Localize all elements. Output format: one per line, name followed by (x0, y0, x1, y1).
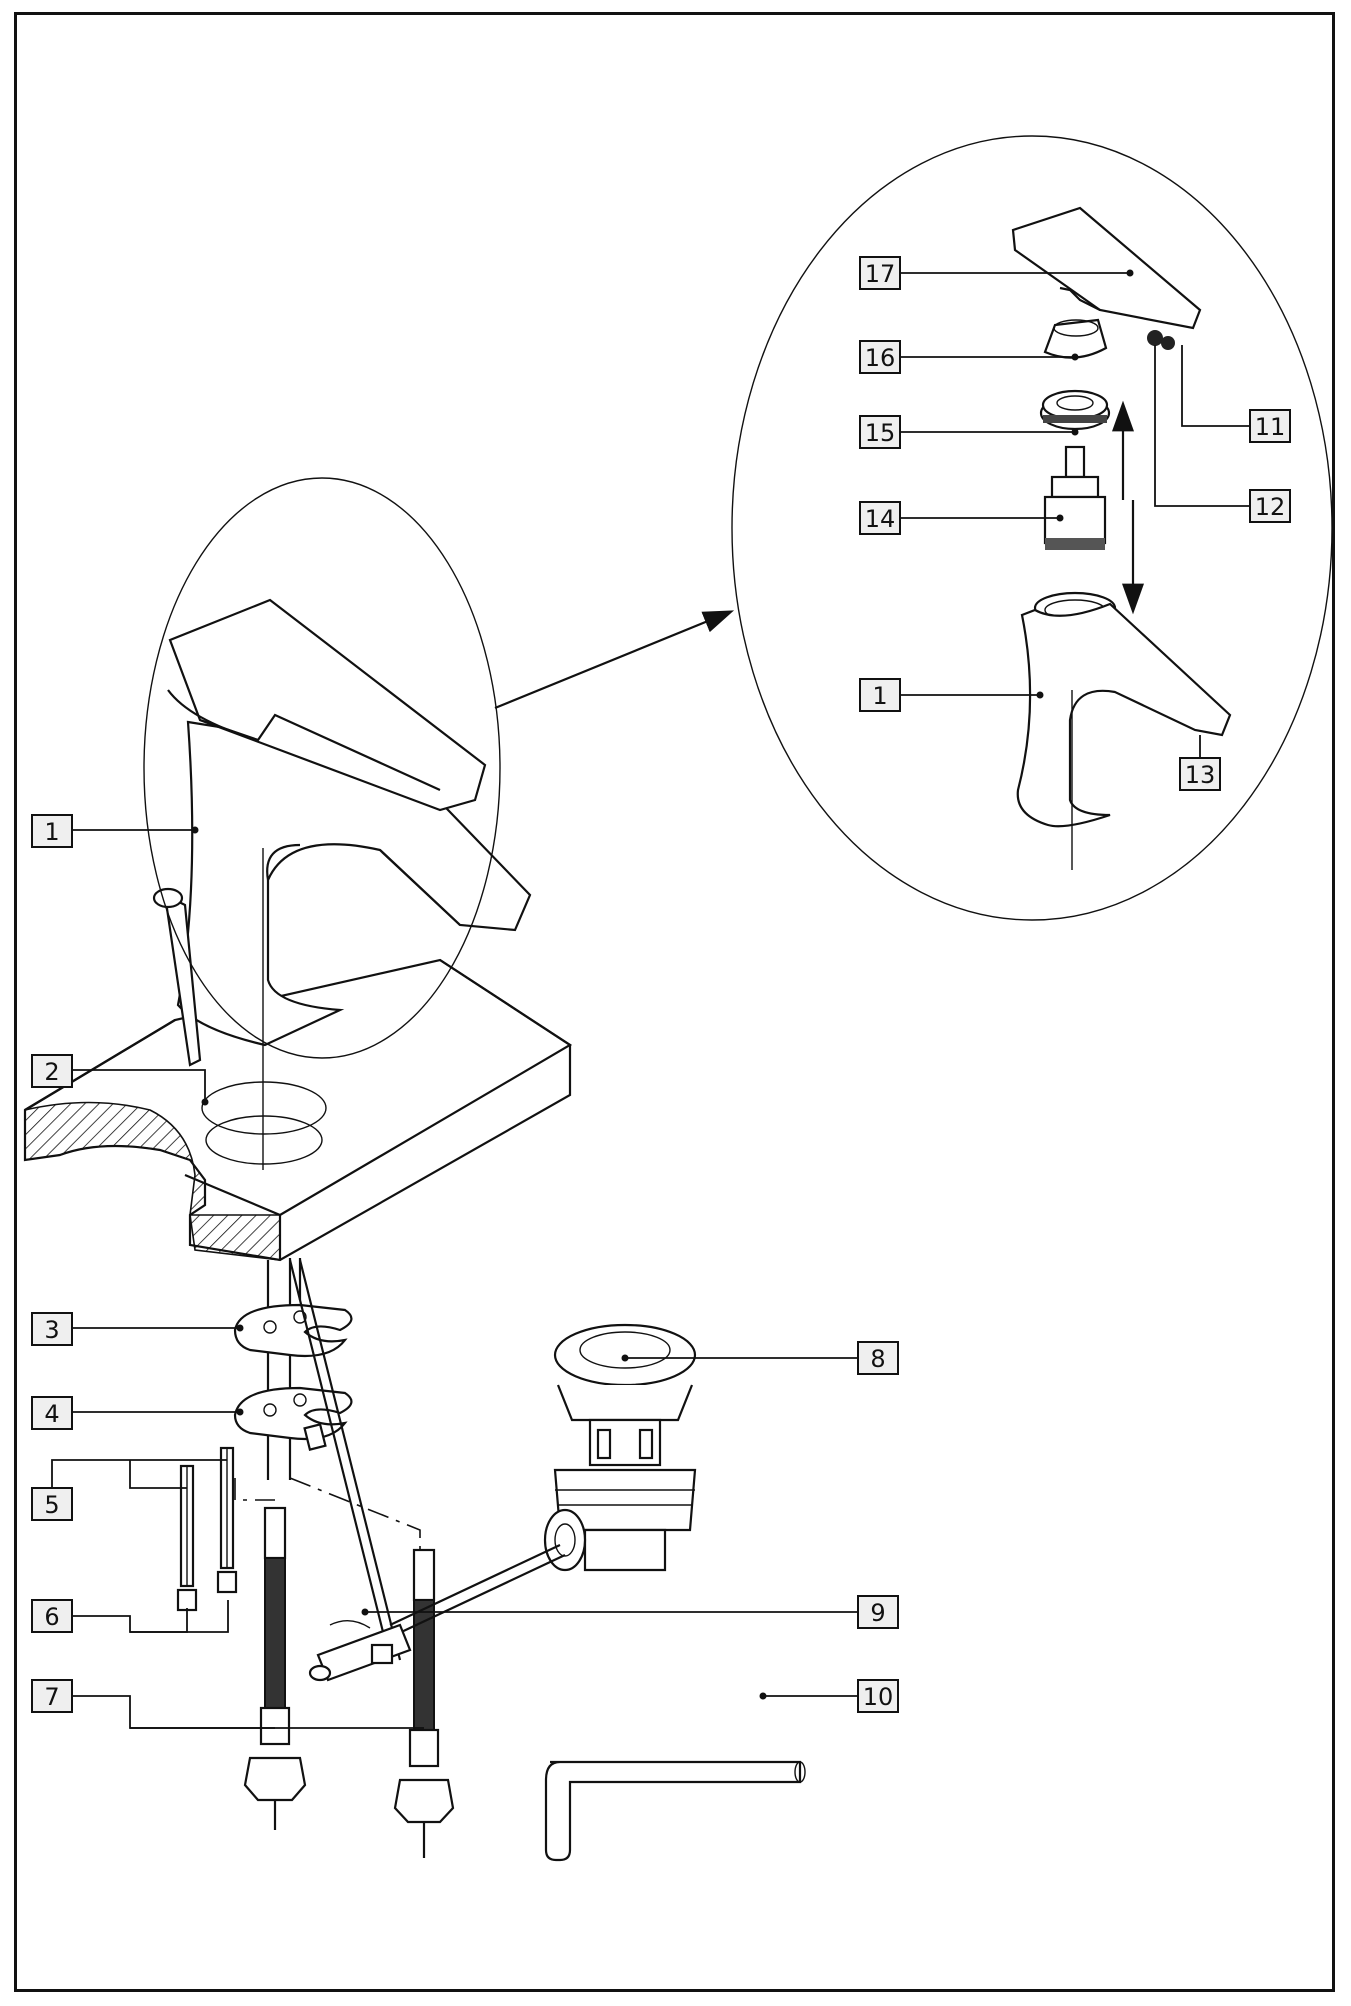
linkage-rod (308, 1544, 566, 1682)
callout-1-right: 1 (859, 678, 901, 712)
callout-label: 11 (1255, 413, 1286, 441)
callout-8: 8 (857, 1341, 899, 1375)
allen-key (544, 1760, 802, 1862)
callout-label: 12 (1255, 493, 1286, 521)
callout-6: 6 (31, 1599, 73, 1633)
horseshoe-washer (233, 1303, 353, 1358)
page-frame (14, 12, 1335, 1992)
callout-label: 2 (44, 1058, 59, 1086)
callout-4: 4 (31, 1396, 73, 1430)
callout-7: 7 (31, 1679, 73, 1713)
callout-label: 3 (44, 1316, 59, 1344)
callout-label: 15 (865, 419, 896, 447)
detail-circle-left (143, 477, 501, 1059)
callout-14: 14 (859, 501, 901, 535)
callout-label: 4 (44, 1400, 59, 1428)
flexible-hoses (243, 1506, 455, 1858)
leader-dots (191, 269, 1134, 1700)
handle (1011, 206, 1202, 330)
cartridge (1043, 445, 1107, 550)
callout-5: 5 (31, 1487, 73, 1521)
cover-cap (1043, 318, 1108, 359)
callout-label: 1 (872, 682, 887, 710)
callout-label: 10 (863, 1683, 894, 1711)
callout-label: 7 (44, 1683, 59, 1711)
callout-label: 14 (865, 505, 896, 533)
callout-9: 9 (857, 1595, 899, 1629)
callout-12: 12 (1249, 489, 1291, 523)
callout-label: 16 (865, 344, 896, 372)
lift-rod (288, 1259, 392, 1661)
countertop (23, 958, 573, 1262)
threaded-studs (176, 1446, 238, 1612)
callout-17: 17 (859, 256, 901, 290)
cartridge-nut (1039, 389, 1111, 431)
shanks (266, 1258, 302, 1480)
callout-label: 1 (44, 818, 59, 846)
lock-washer (233, 1386, 353, 1441)
faucet-body-detail (1016, 591, 1232, 870)
callout-label: 8 (870, 1345, 885, 1373)
callout-3: 3 (31, 1312, 73, 1346)
callout-label: 17 (865, 260, 896, 288)
callout-label: 13 (1185, 761, 1216, 789)
callout-1-left: 1 (31, 814, 73, 848)
callout-label: 5 (44, 1491, 59, 1519)
callout-10: 10 (857, 1679, 899, 1713)
callout-13: 13 (1179, 757, 1221, 791)
popup-drain (543, 1323, 697, 1572)
callout-2: 2 (31, 1054, 73, 1088)
callout-15: 15 (859, 415, 901, 449)
detail-arrow (494, 610, 735, 710)
callout-label: 6 (44, 1603, 59, 1631)
center-line (234, 1478, 275, 1501)
faucet-body (152, 598, 532, 1170)
detail-circle-right (731, 135, 1333, 921)
callout-16: 16 (859, 340, 901, 374)
leader-lines (51, 272, 1250, 1729)
callout-label: 9 (870, 1599, 885, 1627)
callout-11: 11 (1249, 409, 1291, 443)
